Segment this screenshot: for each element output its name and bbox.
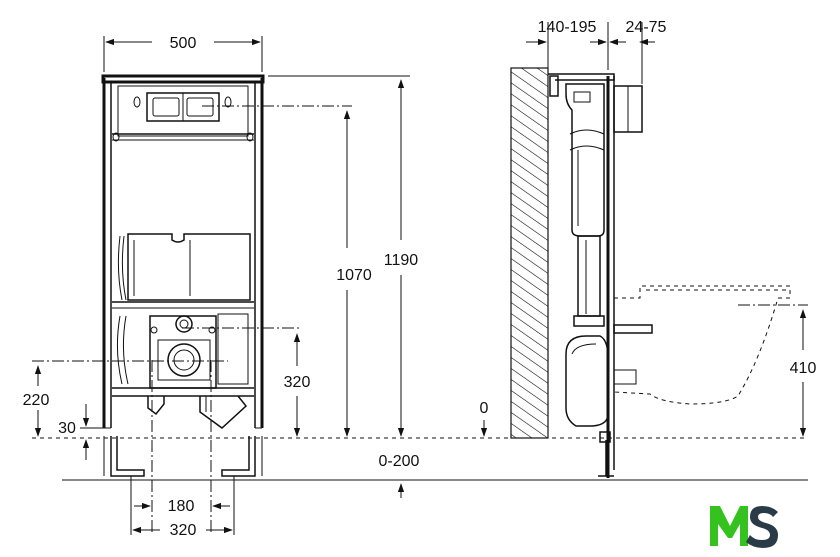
- dim-height-30: 30: [58, 420, 76, 437]
- side-view: 410 0: [480, 67, 817, 478]
- drain-bracket: [149, 315, 217, 389]
- wall-section: [510, 67, 549, 439]
- dim-drain-320: 320: [284, 374, 311, 391]
- logo-letter-m: [710, 506, 748, 546]
- logo-letter-s: [746, 506, 778, 548]
- dim-panel-depth: 24-75: [626, 19, 667, 36]
- ms-logo: [710, 506, 778, 548]
- dim-wall-distance: 140-195: [538, 19, 597, 36]
- top-rail: [101, 74, 265, 84]
- dim-floor-range: 0-200: [379, 453, 420, 470]
- dim-height-1070: 1070: [336, 267, 372, 284]
- dim-height-1190: 1190: [384, 252, 419, 269]
- dim-spacing-320: 320: [170, 522, 197, 539]
- dim-width-500: 500: [170, 35, 197, 52]
- front-view-frame: [101, 74, 265, 535]
- front-dimensions: 500 1070 1190 320 220 30 180 32: [23, 35, 420, 539]
- dim-height-220: 220: [23, 392, 50, 409]
- dim-spacing-180: 180: [168, 498, 195, 515]
- floor-lines: [32, 437, 808, 481]
- dim-bowl-410: 410: [790, 360, 817, 377]
- side-top-dimensions: 140-195 24-75: [526, 19, 667, 84]
- dim-zero: 0: [480, 400, 489, 417]
- cistern-panel: [117, 85, 249, 137]
